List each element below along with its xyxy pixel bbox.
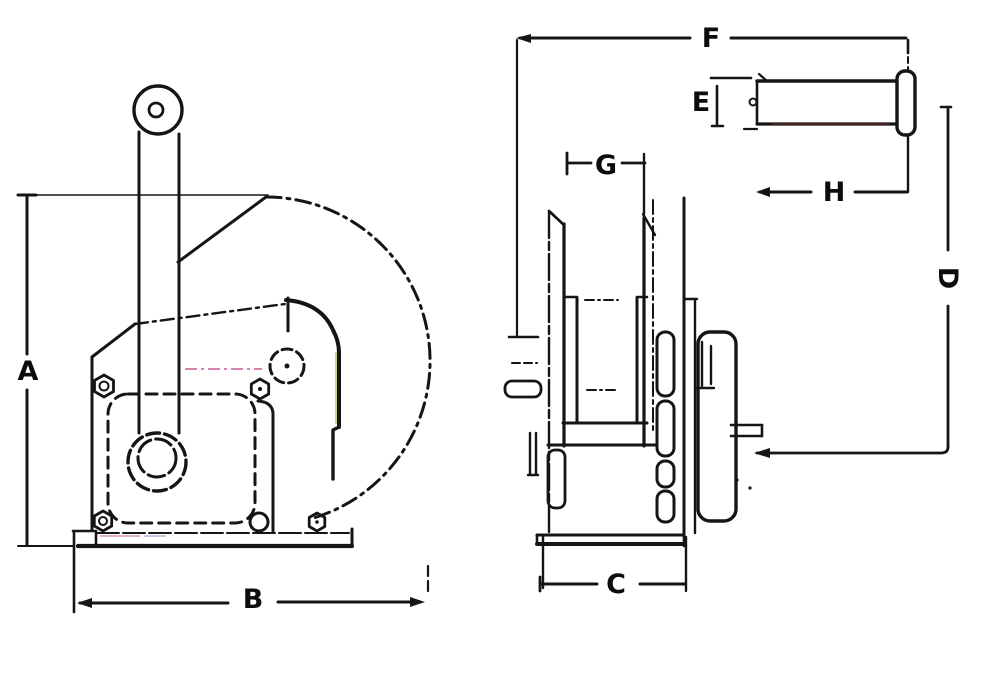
ratchet-pawl — [268, 296, 341, 481]
flange-left-chamfer — [547, 209, 566, 227]
front-base-plate — [71, 368, 355, 549]
dim-b-arrow-left — [77, 598, 92, 608]
pin-left-chamfer — [757, 72, 769, 83]
dim-b-arrow-right — [410, 597, 425, 607]
dim-label-e: E — [692, 87, 710, 118]
dim-label-b: B — [243, 584, 264, 615]
dim-label-h: H — [823, 177, 846, 208]
frame-slot-left — [546, 448, 567, 510]
plate-top-edge-hidden — [133, 302, 287, 326]
drum-flange-circle — [264, 195, 432, 521]
pin-head — [895, 69, 917, 137]
hex-bolt-upper-left-bore — [98, 380, 110, 392]
base-left-lip — [71, 529, 98, 547]
hex-bolt-lower-left-bore — [98, 516, 108, 526]
clevis-pin-detail — [709, 69, 917, 197]
hex-bolt-upper-left — [93, 373, 115, 399]
front-view — [16, 84, 432, 614]
handle-brace-line — [176, 195, 268, 264]
hex-bolt-bottom-right — [307, 511, 327, 533]
plate-right-edge — [256, 399, 275, 533]
crank-handle — [132, 84, 268, 435]
dim-label-g: G — [595, 150, 617, 181]
gear-side-plate — [90, 302, 350, 534]
crank-hub — [126, 431, 188, 493]
plate-fasteners — [92, 373, 327, 533]
frame-right — [655, 196, 764, 537]
hub-bore-inner — [136, 437, 178, 479]
gear-segment-4 — [655, 489, 676, 524]
gear-segment-1 — [655, 330, 676, 398]
gear-segment-2 — [655, 399, 676, 458]
mount-hole-bottom-mid — [248, 511, 270, 533]
pawl-pivot-center — [284, 363, 290, 369]
dimension-b — [72, 529, 430, 614]
pin-cotter-hole — [748, 97, 758, 107]
dim-label-f: F — [702, 23, 720, 54]
hex-bolt-bottom-right-center — [315, 520, 319, 524]
handle-knob — [132, 84, 184, 136]
dim-d-leader — [755, 445, 950, 455]
gear-housing — [696, 330, 738, 523]
side-base — [535, 533, 688, 593]
dim-label-d: D — [932, 267, 963, 289]
dim-f-arrow-left — [516, 34, 531, 43]
mount-tab-upper — [503, 379, 543, 399]
handle-knob-hole — [147, 101, 165, 119]
hex-bolt-mid — [249, 377, 271, 401]
cable-guide-lower — [331, 425, 341, 481]
dim-label-a: A — [18, 356, 39, 387]
dim-d-arrow — [754, 448, 770, 458]
dimension-d — [754, 105, 953, 458]
frame-left — [503, 209, 567, 537]
cable-drum — [546, 199, 657, 448]
hex-bolt-lower-left — [92, 509, 114, 533]
cable-guide-bracket — [284, 298, 341, 429]
pawl-pivot-circle — [268, 347, 306, 385]
dim-h-arrow-left — [756, 187, 770, 197]
dimension-f — [507, 34, 910, 339]
dimension-labels: A B C D E F G H — [18, 23, 963, 615]
dimension-a — [16, 193, 269, 547]
hub-boss-outer — [126, 431, 188, 493]
hex-bolt-mid-center — [258, 387, 262, 391]
shaft-hidden-dot-2 — [748, 486, 752, 490]
gear-segment-3 — [655, 459, 676, 489]
dim-label-c: C — [606, 569, 626, 600]
shaft-hidden-dot-1 — [735, 478, 739, 482]
gear-cover-outline — [106, 392, 257, 525]
flange-right-chamfer — [641, 212, 657, 237]
plate-top-edge — [90, 322, 137, 359]
side-view — [503, 34, 953, 593]
